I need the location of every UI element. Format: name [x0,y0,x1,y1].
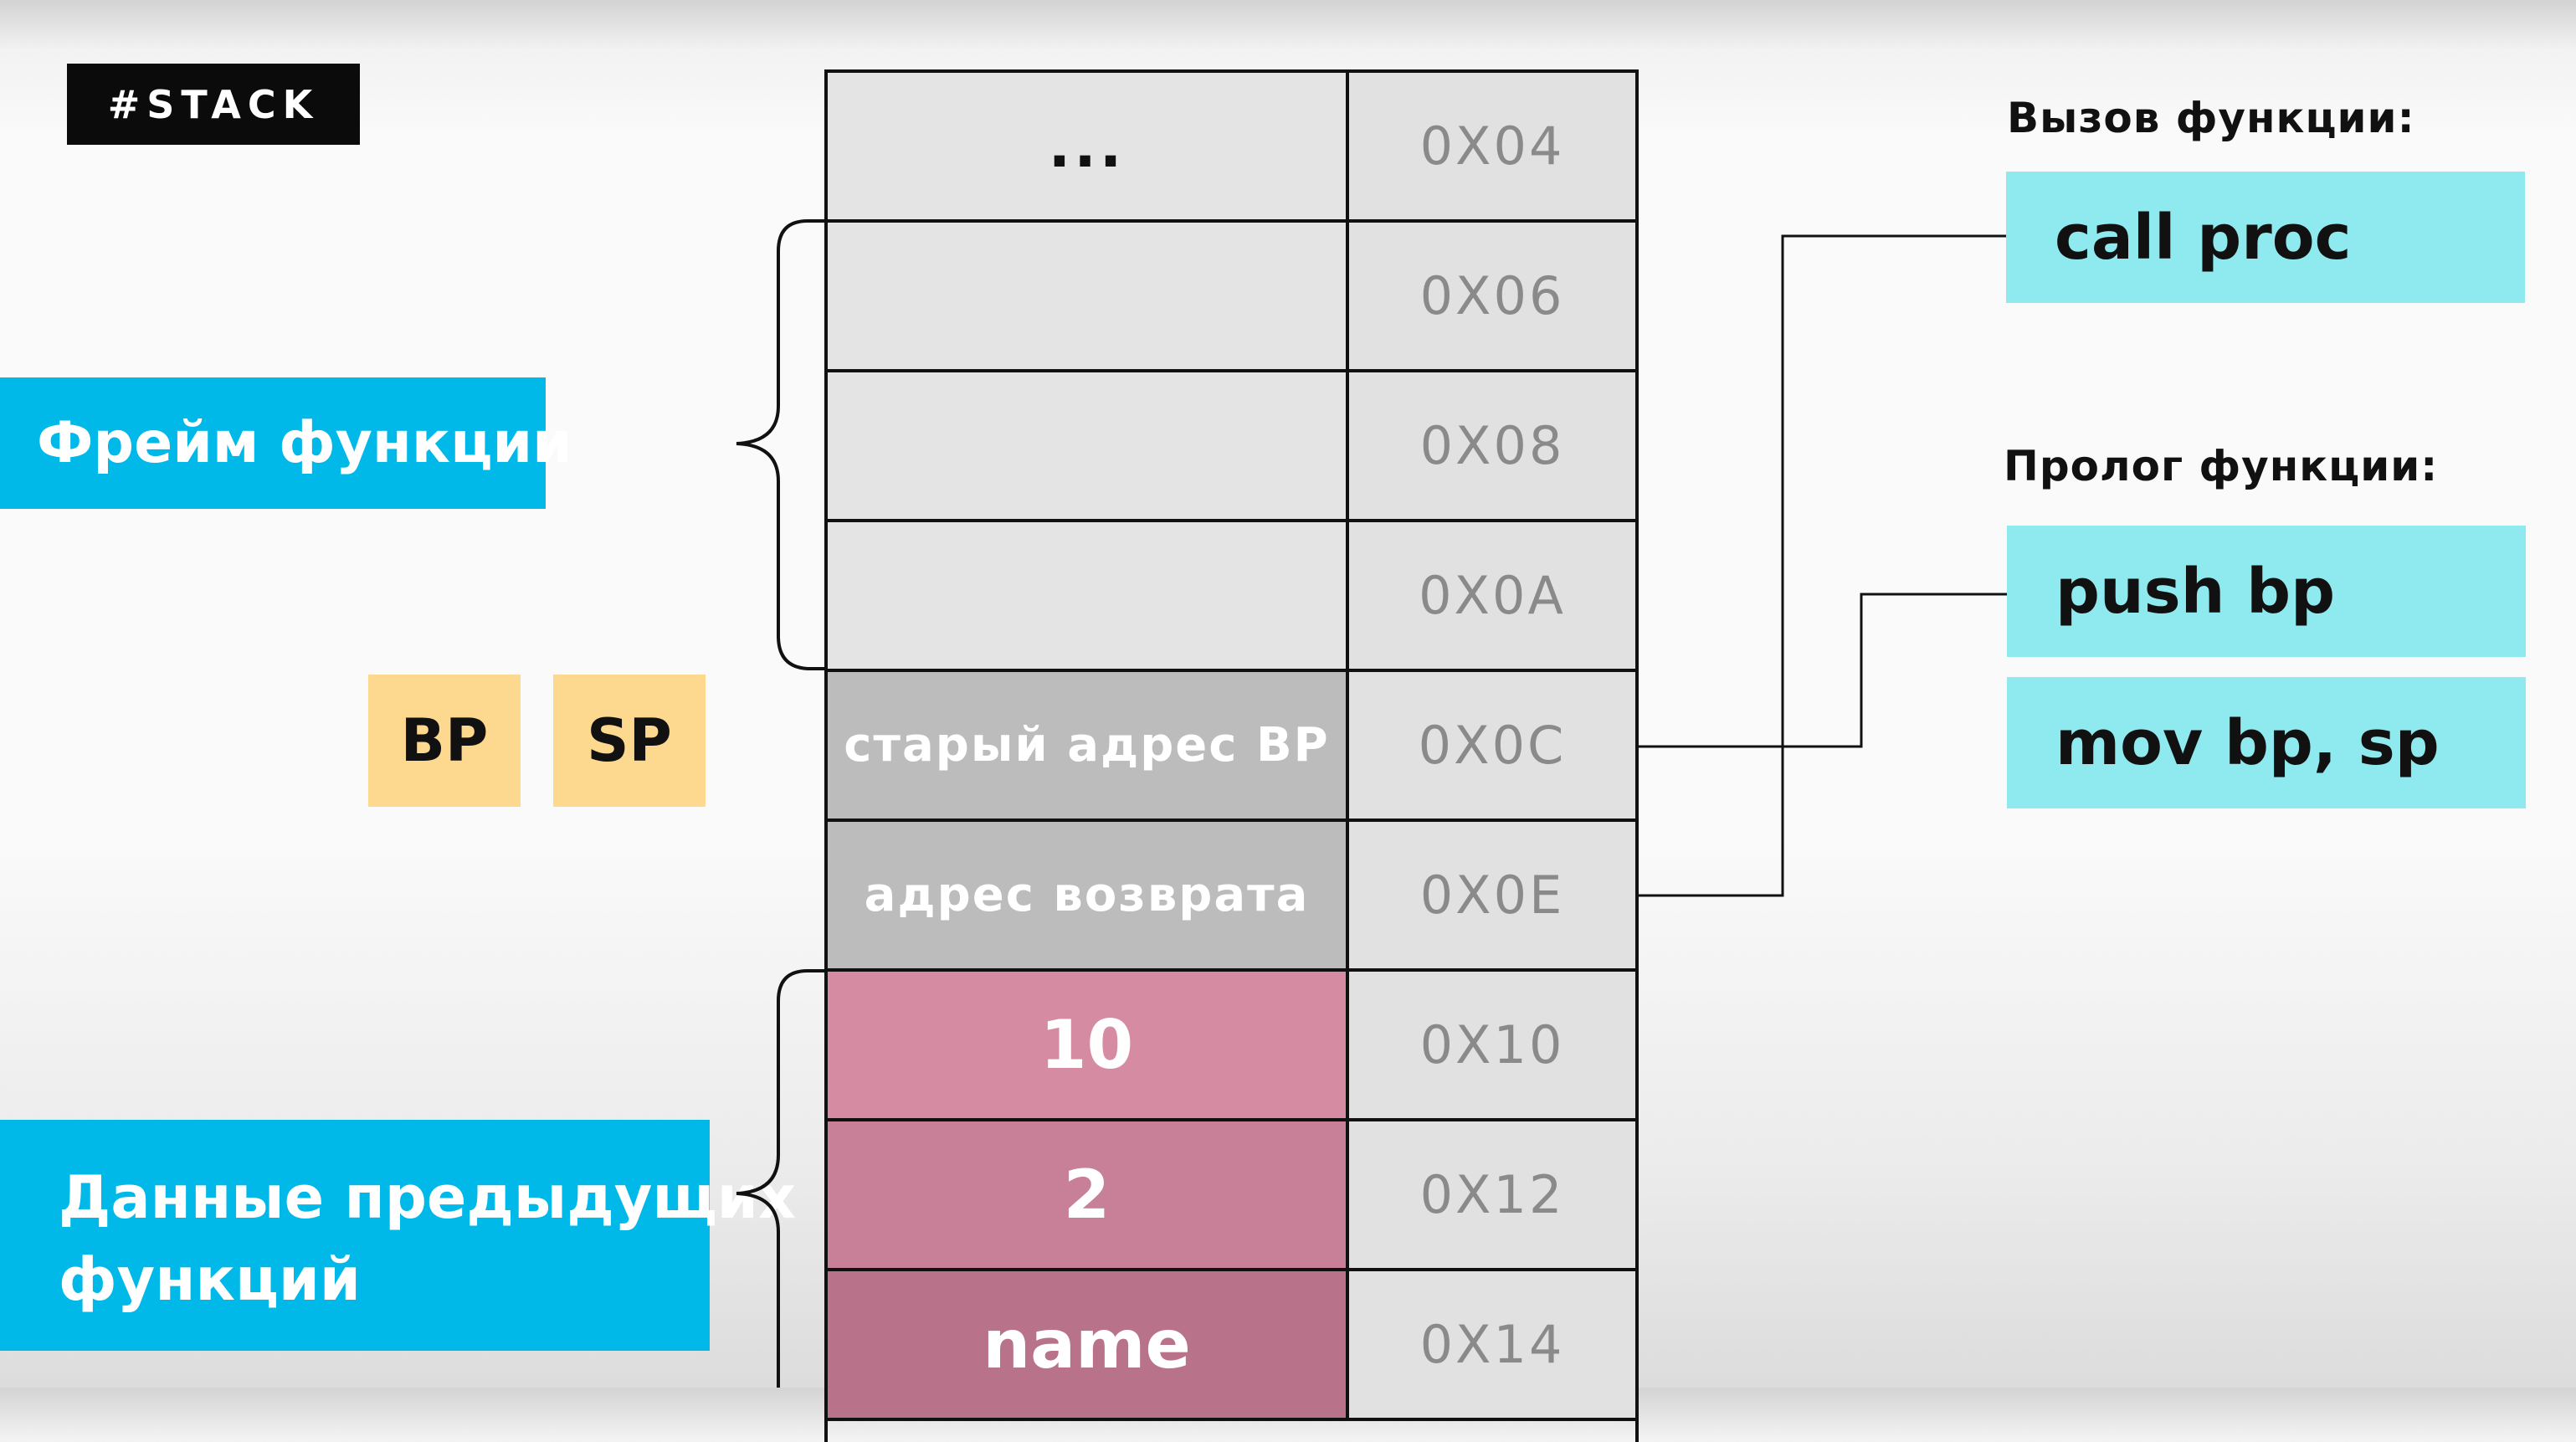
previous-functions-label-line2: функций [59,1245,361,1314]
connector-layer [736,219,2007,1388]
push-bp-code: push bp [2007,526,2526,657]
stack-row: адрес возврата 0X0E [828,822,1635,972]
call-heading: Вызов функции: [2007,94,2415,142]
stack-cell-value: 2 [828,1121,1349,1268]
stack-cell-address: 0X12 [1349,1121,1635,1268]
stack-row: 0X0A [828,522,1635,672]
stack-cell-value: ... [828,73,1349,219]
stack-cell-address: 0X08 [1349,372,1635,519]
mov-bp-sp-code: mov bp, sp [2007,677,2526,808]
stack-row: ... 0X04 [828,73,1635,223]
stack-cell-address: 0X10 [1349,972,1635,1118]
bp-register-box: BP [368,675,521,807]
call-proc-code: call proc [2006,172,2525,303]
previous-functions-label-line1: Данные предыдущих [59,1163,796,1232]
stack-cell-value: старый адрес BP [828,672,1349,819]
prolog-heading: Пролог функции: [2004,442,2439,490]
stack-tag: #STACK [67,64,360,145]
stack-row: 0X08 [828,372,1635,522]
push-connector-line [1639,593,2007,748]
stack-cell-value [828,223,1349,369]
sp-register-box: SP [553,675,706,807]
previous-data-brace [736,969,824,1388]
stack-row: 2 0X12 [828,1121,1635,1271]
stack-cell-address: 0X0E [1349,822,1635,968]
stack-cell-address: 0X04 [1349,73,1635,219]
stack-cell-address: 0X0C [1349,672,1635,819]
stack-row: 10 0X10 [828,972,1635,1121]
function-frame-label: Фрейм функции [0,377,572,509]
frame-brace [736,219,824,670]
stack-row: старый адрес BP 0X0C [828,672,1635,822]
stack-row: 0X06 [828,223,1635,372]
stack-cell-value: 10 [828,972,1349,1118]
stack-cell-address: 0X0A [1349,522,1635,669]
stack-cell-value [828,522,1349,669]
stack-cell-address: 0X06 [1349,223,1635,369]
stack-cell-value: адрес возврата [828,822,1349,968]
previous-functions-data-label: Данные предыдущих функций [0,1120,796,1351]
stack-table: ... 0X04 0X06 0X08 0X0A старый адрес BP … [824,69,1639,1442]
stack-cell-value [828,372,1349,519]
call-connector-line [1639,234,2006,897]
